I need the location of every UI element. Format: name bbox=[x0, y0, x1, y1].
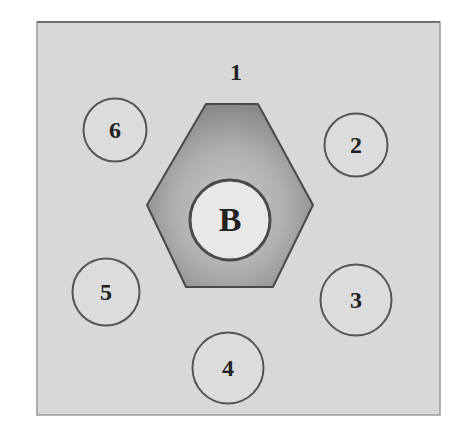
center-well: B bbox=[188, 178, 272, 262]
antigen-well: 5 bbox=[71, 257, 141, 327]
gel-background bbox=[37, 22, 440, 415]
antigen-well: 3 bbox=[319, 263, 393, 337]
antigen-well: 6 bbox=[82, 97, 148, 163]
well-label: 4 bbox=[222, 356, 234, 380]
well-label: 5 bbox=[100, 280, 112, 304]
well-label: 2 bbox=[350, 133, 362, 157]
well-label: 6 bbox=[109, 118, 121, 142]
well-label: B bbox=[219, 203, 242, 237]
precipitin-band bbox=[147, 104, 313, 287]
antigen-well: 4 bbox=[191, 331, 265, 405]
plate-edge bbox=[37, 21, 440, 23]
well-label: 3 bbox=[350, 288, 362, 312]
well-number: 1 bbox=[230, 60, 242, 84]
antigen-well: 2 bbox=[323, 112, 389, 178]
